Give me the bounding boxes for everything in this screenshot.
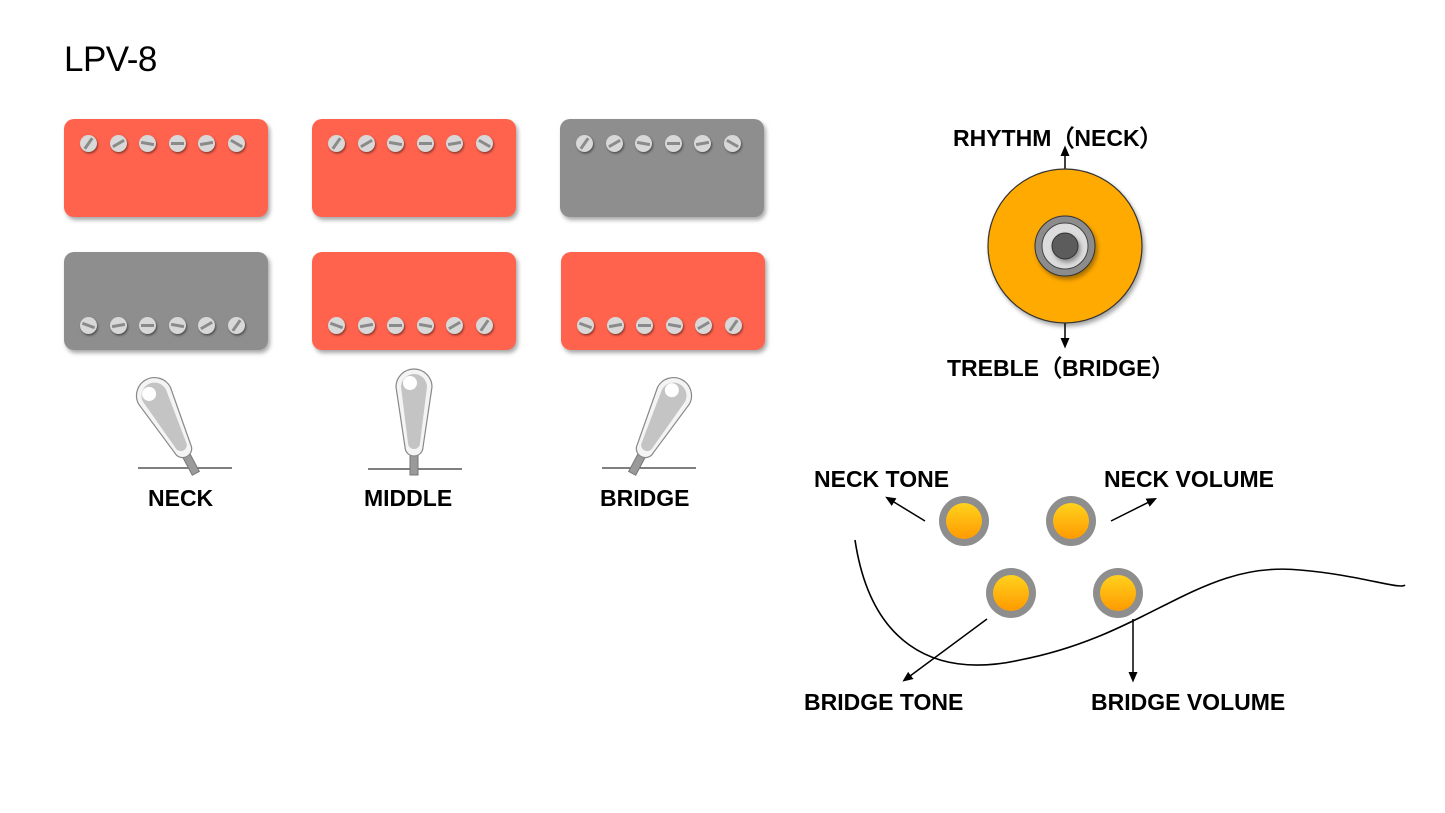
screw-icon	[664, 135, 682, 152]
bridge-position-neck-pickup	[560, 119, 764, 217]
selector-treble-label: TREBLE（BRIDGE）	[947, 355, 1175, 381]
screw-icon	[635, 135, 652, 152]
bridge-position-bridge-pickup	[561, 252, 765, 350]
bridge-volume-knob-icon	[1093, 568, 1143, 618]
screw-icon	[475, 317, 493, 334]
position-label-neck: NECK	[148, 485, 214, 511]
middle-position-neck-pickup	[312, 119, 516, 217]
screw-icon	[416, 135, 434, 152]
screw-icon	[168, 135, 186, 152]
screw-icon	[694, 135, 711, 152]
neck-volume-knob-icon	[1046, 496, 1096, 546]
screw-icon	[109, 317, 127, 334]
screw-icon	[80, 135, 97, 152]
screw-icon	[357, 135, 375, 152]
screw-icon	[576, 135, 593, 152]
screw-icon	[198, 135, 215, 152]
screw-icon	[636, 317, 653, 334]
bridge-tone-label: BRIDGE TONE	[804, 689, 964, 715]
screw-icon	[139, 135, 156, 152]
selector-rhythm-label: RHYTHM（NECK）	[953, 125, 1163, 151]
middle-position-bridge-pickup	[312, 252, 516, 350]
bridge-volume-label: BRIDGE VOLUME	[1091, 689, 1286, 715]
neck-volume-label: NECK VOLUME	[1104, 466, 1274, 492]
screw-icon	[695, 317, 712, 334]
screw-icon	[139, 317, 156, 334]
screw-icon	[198, 317, 215, 334]
screw-icon	[168, 317, 186, 334]
screw-icon	[328, 317, 345, 334]
neck-tone-label: NECK TONE	[814, 466, 950, 492]
screw-icon	[723, 135, 741, 152]
arrow-icon	[1110, 497, 1158, 522]
screw-icon	[665, 317, 683, 334]
arrow-icon	[885, 496, 926, 522]
neck-position-bridge-pickup	[64, 252, 268, 350]
screw-icon	[357, 317, 375, 334]
arrow-icon	[902, 618, 988, 682]
screw-icon	[80, 317, 97, 334]
screw-icon	[227, 135, 245, 152]
screw-icon	[109, 135, 127, 152]
neck-tone-knob-icon	[939, 496, 989, 546]
neck-position-neck-pickup	[64, 119, 268, 217]
screw-icon	[227, 317, 245, 334]
page-title: LPV-8	[64, 40, 157, 79]
position-label-bridge: BRIDGE	[600, 485, 690, 511]
screw-icon	[387, 135, 404, 152]
screw-icon	[328, 135, 345, 152]
screw-icon	[724, 317, 742, 334]
guitar-body-outline	[854, 539, 1406, 666]
position-label-middle: MIDDLE	[364, 485, 453, 511]
screw-icon	[387, 317, 404, 334]
screw-icon	[416, 317, 434, 334]
screw-icon	[475, 135, 493, 152]
screw-icon	[605, 135, 623, 152]
screw-icon	[577, 317, 594, 334]
selector-switch-knob-icon	[987, 168, 1143, 324]
screw-icon	[606, 317, 624, 334]
screw-icon	[446, 135, 463, 152]
screw-icon	[446, 317, 463, 334]
bridge-tone-knob-icon	[986, 568, 1036, 618]
